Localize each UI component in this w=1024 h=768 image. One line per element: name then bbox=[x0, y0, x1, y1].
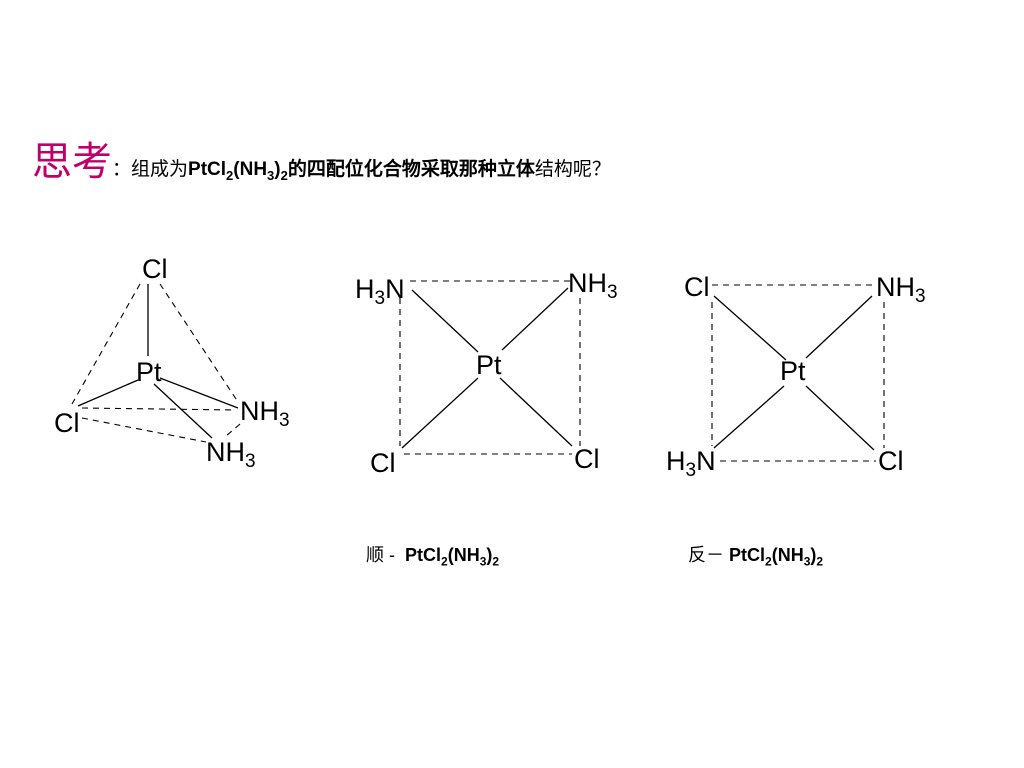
bond-cis-pt-cl-right bbox=[499, 377, 573, 447]
bond-trans-pt-h3n bbox=[713, 385, 785, 449]
bond-cis-pt-nh3 bbox=[501, 287, 569, 351]
atom-cis-h3n: H3N bbox=[355, 274, 405, 309]
atom-trans-pt: Pt bbox=[780, 356, 806, 386]
atom-trans-cl-top: Cl bbox=[684, 272, 710, 302]
atom-trans-nh3: NH3 bbox=[876, 272, 926, 307]
bond-trans-pt-cl-top bbox=[713, 295, 787, 361]
atom-cis-nh3: NH3 bbox=[568, 268, 618, 303]
question-separator: ： bbox=[112, 159, 132, 180]
bond-pt-nh3-right bbox=[159, 377, 239, 409]
atom-nh3-right: NH3 bbox=[240, 396, 290, 431]
edge-cl-nh3-front bbox=[81, 417, 207, 443]
atom-nh3-front: NH3 bbox=[206, 437, 256, 472]
question-prefix: 组成为 bbox=[131, 159, 189, 180]
tetrahedral-structure: Cl Pt Cl NH3 NH3 bbox=[54, 254, 290, 472]
trans-caption: 反－ PtCl2(NH3)2 bbox=[688, 545, 824, 569]
trans-square-planar: Cl NH3 Pt H3N Cl bbox=[666, 272, 926, 481]
bond-cis-pt-h3n bbox=[411, 289, 479, 353]
bond-trans-pt-cl-bottom bbox=[805, 385, 875, 451]
bond-pt-nh3-front bbox=[153, 383, 213, 439]
edge-cl-nh3 bbox=[159, 283, 239, 403]
question-suffix: 结构呢？ bbox=[534, 159, 611, 180]
bond-trans-pt-nh3-top bbox=[805, 295, 873, 359]
atom-cl-top: Cl bbox=[142, 254, 168, 284]
atom-cis-cl-right: Cl bbox=[574, 444, 600, 474]
edge-cl-nh3-right bbox=[81, 407, 237, 411]
atom-cis-pt: Pt bbox=[476, 350, 502, 380]
question-bold-text: 的四配位化合物采取那种立体 bbox=[287, 159, 535, 180]
atom-cl-left: Cl bbox=[54, 408, 80, 438]
question-text: 思考：组成为PtCl2(NH3)2的四配位化合物采取那种立体结构呢？ bbox=[32, 142, 611, 182]
edge-nh3-nh3 bbox=[225, 423, 241, 437]
bond-pt-cl-left bbox=[77, 379, 139, 407]
atom-trans-h3n: H3N bbox=[666, 446, 716, 481]
cis-caption: 顺 - PtCl2(NH3)2 bbox=[366, 545, 500, 569]
cis-square-planar: H3N NH3 Pt Cl Cl bbox=[355, 268, 618, 478]
atom-cis-cl-left: Cl bbox=[370, 448, 396, 478]
atom-trans-cl-bottom: Cl bbox=[878, 446, 904, 476]
atom-pt-tetra: Pt bbox=[136, 357, 162, 387]
edge-cl-cl bbox=[71, 283, 141, 405]
bond-cis-pt-cl-left bbox=[401, 377, 479, 449]
question-formula: PtCl2(NH3)2 bbox=[188, 159, 288, 183]
question-label: 思考 bbox=[32, 139, 112, 185]
